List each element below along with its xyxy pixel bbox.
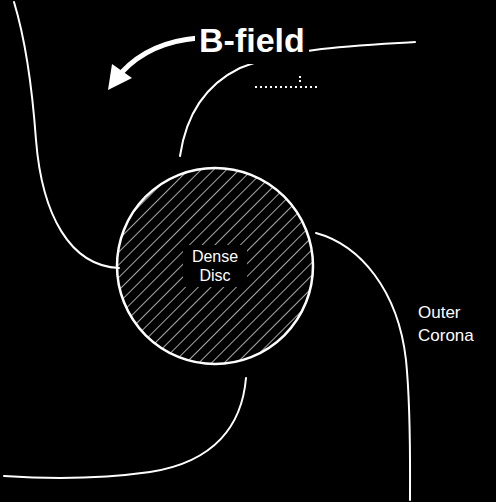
disc-circle: Dense Disc	[115, 166, 315, 366]
dotted-line	[255, 86, 318, 88]
disc-outline	[117, 168, 313, 364]
field-line	[316, 233, 410, 500]
field-line	[14, 2, 119, 268]
tick-mark	[299, 76, 301, 84]
disc-label: Dense Disc	[183, 245, 247, 287]
field-line	[4, 378, 246, 478]
arrow-head	[108, 64, 132, 90]
field-arrow	[122, 38, 198, 72]
field-label: B-field	[195, 18, 309, 64]
region-label: Outer Corona	[418, 302, 490, 348]
